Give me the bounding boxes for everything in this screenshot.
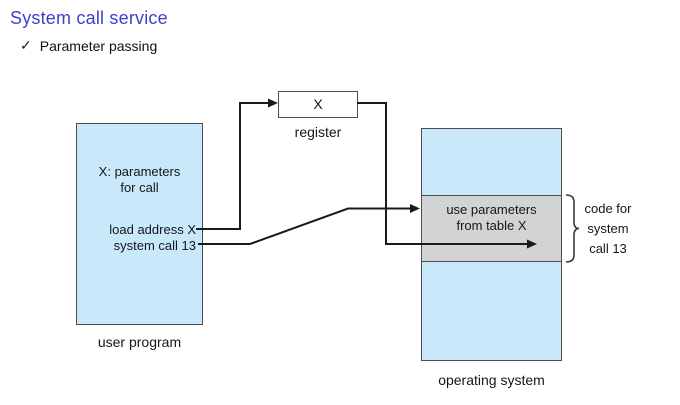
strip-text: use parameters from table X	[422, 202, 561, 234]
user-program-caption: user program	[97, 334, 182, 350]
instruction-load-address: load address X	[109, 222, 196, 237]
param-note-line1: X: parameters	[98, 164, 181, 179]
instruction-system-call: system call 13	[113, 238, 196, 253]
arrowhead-register-input	[268, 98, 278, 108]
brace-note-line2: system	[587, 221, 629, 236]
arrow-load-address-to-register	[196, 102, 269, 230]
operating-system-caption: operating system	[438, 372, 545, 388]
brace-note-line3: call 13	[589, 241, 627, 256]
register-box: X	[278, 91, 358, 118]
register-caption: register	[294, 124, 342, 140]
user-program-box: X: parameters for call load address X sy…	[76, 123, 203, 325]
bullet-text: Parameter passing	[39, 37, 158, 54]
brace-note-line1: code for	[584, 201, 632, 216]
strip-text-line2: from table X	[456, 218, 527, 233]
use-parameters-strip: use parameters from table X	[421, 195, 562, 262]
strip-text-line1: use parameters	[446, 202, 537, 217]
param-note-line2: for call	[120, 180, 159, 195]
param-note: X: parameters for call	[77, 164, 202, 196]
checkmark-icon: ✓	[20, 37, 32, 53]
slide-title: System call service	[10, 8, 168, 28]
brace-note: code for system call 13	[576, 199, 640, 259]
bullet-parameter-passing: ✓ Parameter passing	[20, 37, 157, 54]
arrow-system-call-to-strip	[198, 207, 411, 245]
arrowhead-strip-input	[410, 204, 420, 213]
